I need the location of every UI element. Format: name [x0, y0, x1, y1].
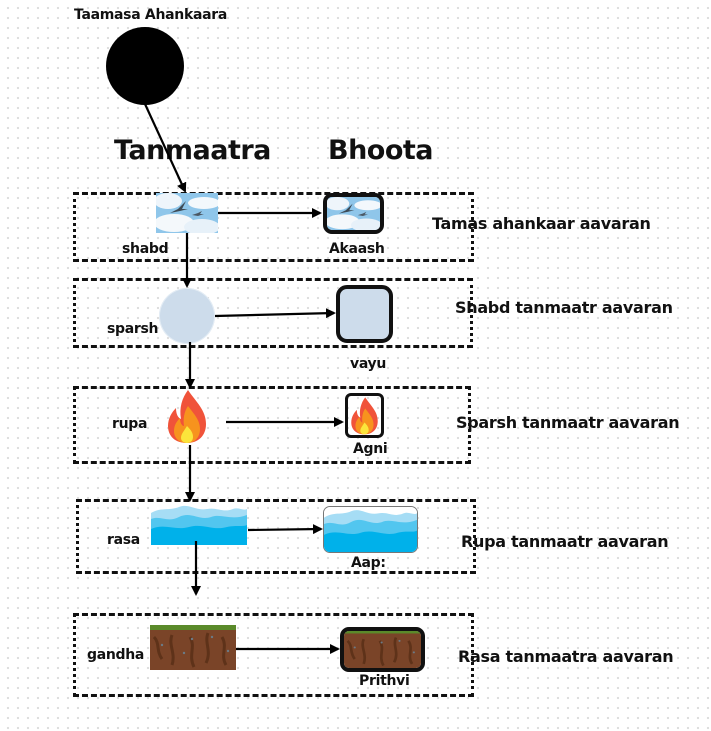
aavaran-label-4: Rupa tanmaatr aavaran — [461, 532, 669, 551]
taamasa-ahankaara-node[interactable] — [106, 27, 184, 105]
aavaran-label-3: Sparsh tanmaatr aavaran — [456, 413, 680, 432]
sky-birds-icon — [327, 197, 380, 230]
rupa-fire-icon[interactable] — [166, 388, 208, 444]
tanmaatra-label-sparsh: sparsh — [107, 321, 159, 337]
arrow-rasa-to-aap — [247, 524, 323, 535]
layer-box-gandha — [73, 613, 474, 697]
akaash-frame[interactable] — [323, 193, 384, 234]
prithvi-frame[interactable] — [340, 627, 425, 672]
tanmaatra-label-shabd: shabd — [122, 241, 169, 257]
tanmaatra-label-rupa: rupa — [112, 416, 148, 432]
tanmaatra-label-rasa: rasa — [107, 532, 140, 548]
gandha-earth-image[interactable] — [150, 625, 236, 670]
layer-box-rasa — [76, 499, 476, 574]
bhoota-label-aap: Aap: — [351, 555, 386, 571]
root-label: Taamasa Ahankaara — [74, 7, 228, 23]
arrow-root-to-shabd — [144, 103, 187, 193]
fire-icon — [351, 397, 378, 435]
fire-icon — [168, 390, 206, 443]
water-waves-icon — [151, 503, 247, 545]
layer-box-shabd — [73, 192, 474, 262]
agni-frame[interactable] — [345, 393, 384, 438]
layer-box-rupa — [73, 386, 471, 464]
sky-birds-icon — [156, 193, 218, 233]
aap-frame[interactable] — [323, 506, 418, 553]
column-header-tanmaatra: Tanmaatra — [114, 135, 271, 166]
water-waves-icon — [324, 507, 417, 552]
bhoota-label-akaash: Akaash — [329, 241, 385, 257]
aavaran-label-1: Tamas ahankaar aavaran — [432, 214, 651, 233]
column-header-bhoota: Bhoota — [328, 135, 434, 166]
aavaran-label-2: Shabd tanmaatr aavaran — [455, 298, 673, 317]
soil-icon — [344, 631, 421, 668]
sparsh-air-circle[interactable] — [159, 288, 215, 344]
arrow-sparsh-to-vayu — [214, 308, 336, 319]
vayu-frame[interactable] — [336, 285, 393, 343]
bhoota-label-vayu: vayu — [350, 356, 387, 372]
aavaran-label-5: Rasa tanmaatra aavaran — [458, 647, 674, 666]
bhoota-label-prithvi: Prithvi — [359, 673, 410, 689]
rasa-water-image[interactable] — [151, 503, 247, 545]
shabd-sky-image[interactable] — [156, 193, 218, 233]
layer-box-sparsh — [73, 278, 473, 348]
soil-icon — [150, 625, 236, 670]
tanmaatra-label-gandha: gandha — [87, 647, 145, 663]
bhoota-label-agni: Agni — [353, 441, 388, 457]
